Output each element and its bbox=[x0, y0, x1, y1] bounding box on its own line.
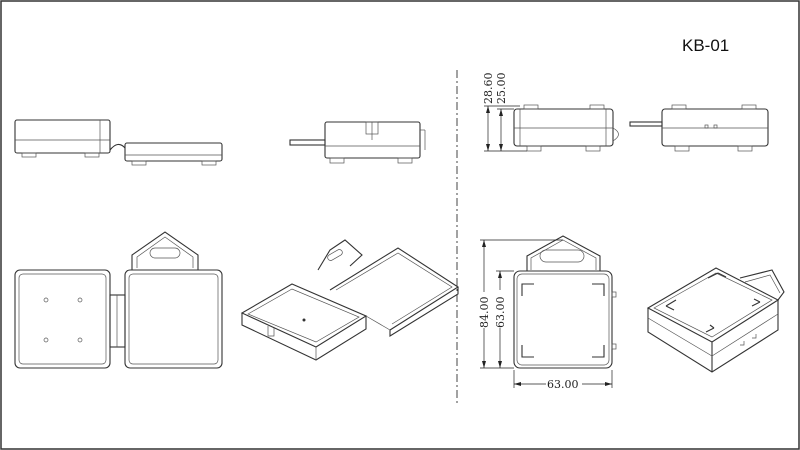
model-title: KB-01 bbox=[682, 36, 729, 55]
side-view bbox=[289, 121, 426, 164]
open-isometric-view bbox=[240, 239, 460, 361]
dim-body-width: 63.00 bbox=[547, 378, 579, 391]
right-side-view bbox=[629, 104, 769, 152]
open-side-view bbox=[14, 119, 223, 166]
front-view: 63.00 84.00 63.00 bbox=[477, 235, 617, 391]
dimensioned-side-view: 28.60 25.00 bbox=[482, 73, 619, 152]
open-top-view bbox=[14, 231, 223, 369]
dim-body-height: 25.00 bbox=[495, 73, 508, 105]
closed-isometric-view bbox=[646, 267, 785, 373]
dim-body-length: 63.00 bbox=[494, 297, 507, 329]
dim-overall-length: 84.00 bbox=[478, 297, 491, 329]
dim-total-height: 28.60 bbox=[482, 73, 495, 105]
